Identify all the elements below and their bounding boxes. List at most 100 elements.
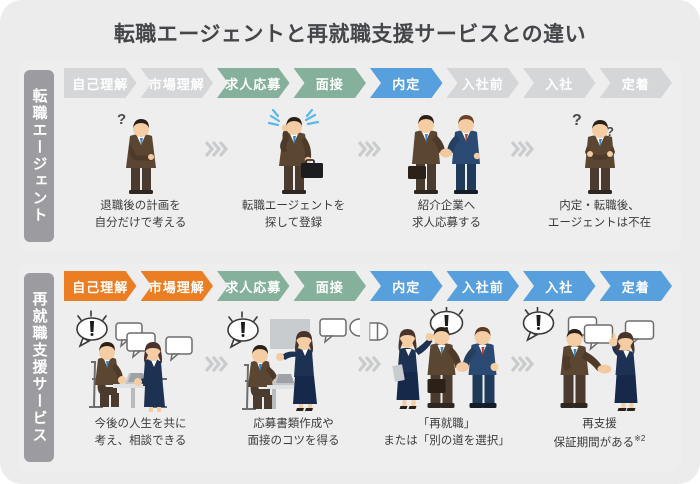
chevron-right-icon: [210, 68, 222, 98]
caption-line1: 再支援: [582, 418, 617, 430]
step-label: 定着: [621, 279, 650, 295]
flow-arrow-icon: [205, 134, 229, 164]
step-label: 入社前: [461, 76, 504, 92]
chevron-right-icon: [669, 271, 681, 301]
page-title: 転職エージェントと再就職支援サービスとの違い: [113, 23, 587, 46]
illustration-two-men-handshake: [370, 104, 523, 194]
flow-arrow-icon: [358, 349, 382, 379]
step-row2-3[interactable]: 面接: [294, 271, 367, 301]
chevron-right-icon: [210, 271, 222, 301]
caption-line1: 転職エージェントを: [241, 200, 346, 212]
caption-row2-0: 今後の人生を共に 考え、相談できる: [95, 416, 187, 451]
caption-line2: 考え、相談できる: [94, 435, 187, 448]
chevron-right-icon: [440, 68, 452, 98]
svg-text:?: ?: [117, 111, 126, 128]
step-row2-6[interactable]: 入社: [523, 271, 596, 301]
step-label: 入社前: [461, 279, 504, 295]
chevron-right-icon: [593, 68, 605, 98]
cell-row2-3: 再支援 保証期間がある※2: [522, 307, 676, 466]
cells-row2: 今後の人生を共に 考え、相談できる: [64, 307, 676, 466]
chevron-right-icon: [669, 68, 681, 98]
row-recruitment-agent: 転職エージェント 自己理解 市場理解 求人応募 面接 内定: [18, 60, 682, 252]
caption-line2: 求人応募する: [412, 217, 481, 230]
caption-line1: 「再就職」: [417, 418, 476, 430]
illustration-handshake-with-advisor: [369, 307, 523, 412]
step-row2-0[interactable]: 自己理解: [64, 271, 137, 301]
step-row2-1[interactable]: 市場理解: [141, 271, 214, 301]
row-label-outplacement-service: 再就職支援サービス: [24, 273, 54, 462]
step-label: 自己理解: [72, 76, 129, 92]
step-row2-7[interactable]: 定着: [600, 271, 673, 301]
flow-arrow-icon: [205, 349, 229, 379]
chevron-right-icon: [134, 68, 146, 98]
illustration-advisor-talking-to-man: [522, 307, 676, 412]
chevron-right-icon: [287, 271, 299, 301]
step-row1-4[interactable]: 内定: [370, 68, 443, 98]
row-label-recruitment-agent: 転職エージェント: [24, 70, 54, 242]
caption-row2-2: 「再就職」 または「別の道を選択」: [383, 416, 510, 451]
caption-line2: 自分だけで考える: [94, 217, 187, 230]
chevron-right-icon: [134, 271, 146, 301]
cell-row1-1: 転職エージェントを 探して登録: [217, 104, 382, 246]
step-row2-4[interactable]: 内定: [370, 271, 443, 301]
chevron-right-icon: [363, 68, 375, 98]
step-row2-5[interactable]: 入社前: [447, 271, 520, 301]
caption-line2: または「別の道を選択」: [383, 435, 510, 448]
caption-line1: 紹介企業へ: [417, 200, 476, 212]
caption-row1-1: 転職エージェントを 探して登録: [242, 198, 345, 233]
illustration-man-thinking-question: ?: [64, 104, 217, 194]
svg-text:?: ?: [606, 124, 614, 139]
illustration-counseling-table-man-woman: [64, 307, 217, 412]
cell-row1-2: 紹介企業へ 求人応募する: [370, 104, 535, 246]
step-bar-row2: 自己理解 市場理解 求人応募 面接 内定 入社前: [64, 271, 676, 301]
illustration-man-phone-sweat-briefcase: [217, 104, 370, 194]
step-row1-6[interactable]: 入社: [523, 68, 596, 98]
step-row1-7[interactable]: 定着: [600, 68, 673, 98]
step-row2-2[interactable]: 求人応募: [217, 271, 290, 301]
caption-row2-1: 応募書類作成や 面接のコツを得る: [248, 416, 340, 451]
flow-arrow-icon: [358, 134, 382, 164]
chevron-right-icon: [287, 68, 299, 98]
caption-row1-3: 内定・転職後、 エージェントは不在: [548, 198, 651, 233]
caption-line2-wrap: 保証期間がある※2: [554, 433, 646, 452]
step-label: 自己理解: [72, 279, 129, 295]
svg-text:?: ?: [572, 112, 582, 129]
cell-row1-0: ?: [64, 104, 229, 246]
step-label: 定着: [621, 76, 650, 92]
caption-row1-2: 紹介企業へ 求人応募する: [412, 198, 481, 233]
caption-line2: 保証期間がある: [553, 437, 635, 450]
step-label: 入社: [545, 279, 574, 295]
flow-arrow-icon: [511, 349, 535, 379]
caption-row1-0: 退職後の計画を 自分だけで考える: [95, 198, 187, 233]
step-row1-3[interactable]: 面接: [294, 68, 367, 98]
cell-row2-2: 「再就職」 または「別の道を選択」: [369, 307, 535, 466]
caption-line2: 面接のコツを得る: [247, 435, 340, 448]
illustration-man-arms-crossed-questions: ? ?: [523, 104, 676, 194]
caption-line1: 応募書類作成や: [253, 418, 334, 430]
step-label: 内定: [392, 279, 421, 295]
step-row1-0[interactable]: 自己理解: [64, 68, 137, 98]
cell-row2-1: 応募書類作成や 面接のコツを得る: [217, 307, 382, 466]
exclamation-bubble: [75, 310, 108, 348]
chevron-right-icon: [516, 68, 528, 98]
step-label: 入社: [545, 76, 574, 92]
step-label: 面接: [315, 279, 344, 295]
step-label: 内定: [392, 76, 421, 92]
step-label: 市場理解: [148, 279, 205, 295]
step-row1-5[interactable]: 入社前: [447, 68, 520, 98]
step-bar-row1: 自己理解 市場理解 求人応募 面接 内定 入社前: [64, 68, 676, 98]
chevron-right-icon: [440, 271, 452, 301]
illustration-woman-presenting-whiteboard: [217, 307, 370, 412]
row-outplacement-service: 再就職支援サービス 自己理解 市場理解 求人応募 面接 内定: [18, 263, 682, 472]
exclamation-bubble: [226, 311, 259, 349]
cell-row2-0: 今後の人生を共に 考え、相談できる: [64, 307, 229, 466]
step-row1-1[interactable]: 市場理解: [141, 68, 214, 98]
exclamation-bubble: [522, 307, 554, 342]
cell-row1-3: ? ?: [523, 104, 676, 246]
step-row1-2[interactable]: 求人応募: [217, 68, 290, 98]
caption-line2: 探して登録: [264, 217, 323, 230]
caption-line1: 内定・転職後、: [559, 200, 640, 212]
step-label: 求人応募: [225, 279, 282, 295]
caption-line1: 退職後の計画を: [100, 200, 181, 212]
